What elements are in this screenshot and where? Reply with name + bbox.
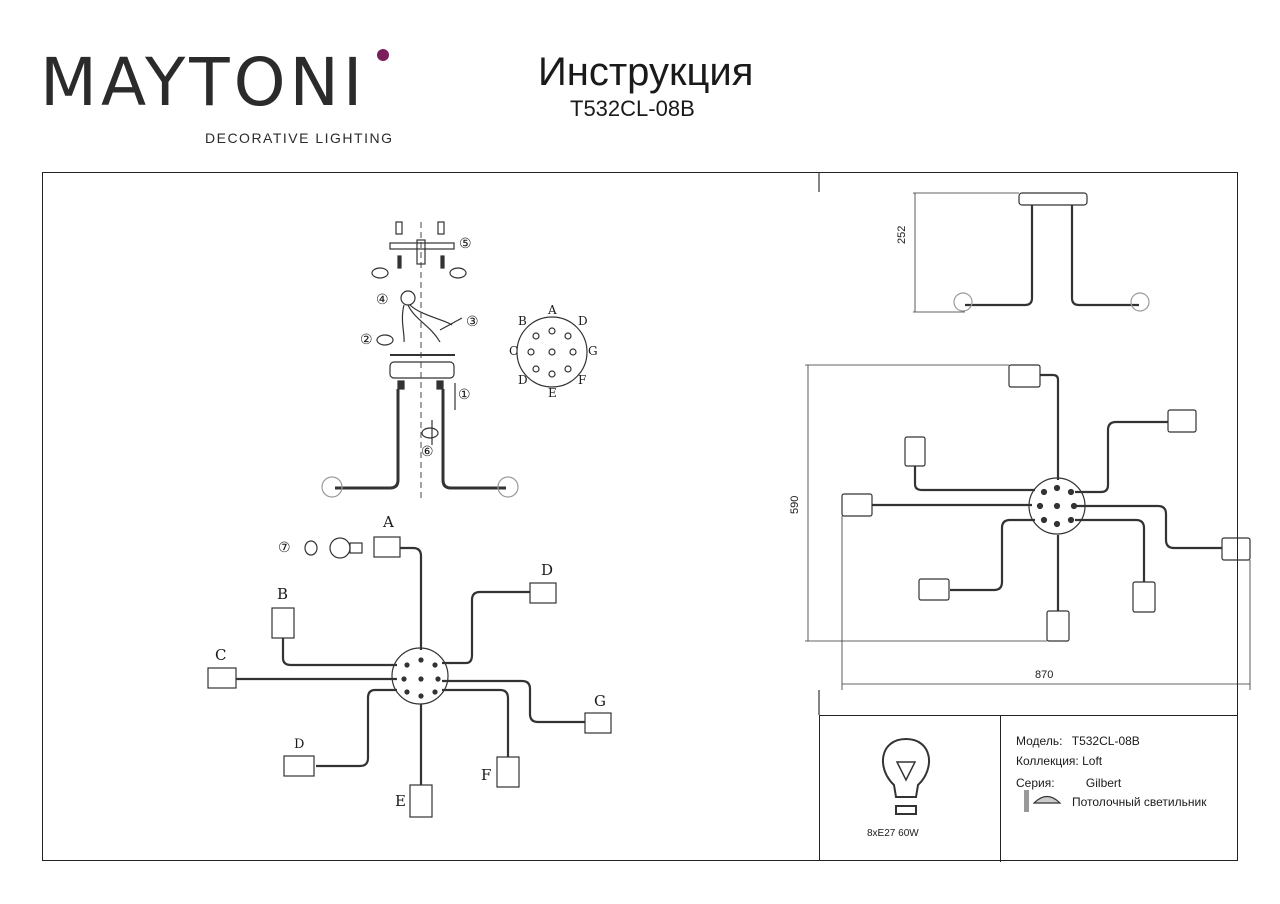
label-d-top: D: [541, 561, 554, 579]
assembly-diagram: [321, 221, 519, 500]
model-value: T532CL-08B: [1071, 734, 1140, 748]
legend-f: F: [578, 373, 587, 387]
label-a: A: [383, 513, 394, 531]
wire: [409, 304, 453, 326]
bulb-icon: [304, 537, 363, 559]
wire: [439, 317, 463, 331]
spec-box: 8xE27 60W Модель: T532CL-08B Коллекция: …: [819, 715, 1238, 862]
label-e: E: [395, 792, 406, 810]
model-label: Модель:: [1016, 734, 1063, 748]
socket-b: [271, 607, 295, 639]
series-label: Серия:: [1016, 776, 1055, 790]
hub-legend: [516, 316, 588, 388]
socket-end: [321, 476, 343, 498]
label-b: B: [277, 585, 289, 603]
wire: [407, 304, 441, 343]
rotate-icon: [376, 334, 394, 346]
ceiling-lamp-icon: [1024, 790, 1062, 812]
collection-row: Коллекция: Loft: [1016, 754, 1102, 768]
label-c: C: [215, 646, 227, 664]
brand-dot: [377, 49, 389, 61]
plan-view: [805, 364, 1251, 690]
step-5-label: ⑤: [459, 236, 472, 252]
socket-d-top: [529, 582, 557, 604]
step-6-label: ⑥: [421, 444, 434, 460]
rotate-icon: [421, 427, 439, 439]
step-2-label: ②: [360, 332, 373, 348]
label-f: F: [481, 766, 492, 784]
top-view-sockets: [207, 536, 612, 818]
arm-left: [335, 389, 400, 490]
rotate-icon: [371, 267, 389, 279]
brand-logo: MAYTONI DECORATIVE LIGHTING: [40, 44, 400, 150]
socket-d-bottom: [283, 755, 315, 777]
screw-icon: [395, 221, 403, 235]
socket-c: [207, 667, 237, 689]
socket-a: [373, 536, 401, 558]
collection-value: Loft: [1082, 754, 1103, 768]
series-value: Gilbert: [1085, 776, 1122, 790]
legend-c: C: [509, 344, 519, 358]
socket-e: [409, 784, 433, 818]
spec-divider: [1000, 716, 1001, 862]
arm-right: [441, 389, 506, 490]
socket-g: [584, 712, 612, 734]
step-1-label: ①: [458, 387, 471, 403]
legend-b: B: [518, 314, 527, 328]
drawing-frame: [42, 172, 1238, 861]
hub-holes: [401, 657, 441, 699]
legend-d-top: D: [578, 314, 588, 328]
arm-joint: [436, 380, 444, 390]
bracket-stud: [416, 239, 426, 265]
label-d-bottom: D: [294, 737, 305, 752]
socket-f: [496, 756, 520, 788]
top-view-fixture: [236, 546, 585, 785]
page-title: Инструкция: [538, 50, 754, 94]
lightbulb-icon: [882, 737, 930, 815]
brand-tagline: DECORATIVE LIGHTING: [205, 130, 394, 146]
legend-d-bottom: D: [518, 373, 528, 387]
legend-e: E: [548, 386, 557, 400]
step-7-label: ⑦: [278, 540, 291, 556]
mounting-bracket: [389, 242, 455, 250]
type-value: Потолочный светильник: [1072, 795, 1207, 809]
model-row: Модель: T532CL-08B: [1016, 734, 1140, 748]
step-4-label: ④: [376, 292, 389, 308]
dim-height: 252: [896, 225, 908, 244]
label-g: G: [594, 692, 606, 710]
collection-label: Коллекция:: [1016, 754, 1079, 768]
dim-depth: 590: [789, 495, 801, 514]
brand-name: MAYTONI: [40, 44, 367, 121]
rotate-icon: [449, 267, 467, 279]
screw-icon: [397, 255, 402, 269]
power-spec: 8xE27 60W: [867, 828, 919, 839]
series-row: Серия: Gilbert: [1016, 776, 1121, 790]
arm-joint: [397, 380, 405, 390]
legend-a: A: [548, 303, 557, 317]
side-view: [913, 192, 1150, 313]
wire: [401, 304, 405, 343]
screw-icon: [440, 255, 445, 269]
plan-hub-holes: [1036, 484, 1078, 528]
dim-width: 870: [1035, 669, 1054, 681]
socket-end: [497, 476, 519, 498]
canopy: [389, 361, 455, 379]
screw-icon: [437, 221, 445, 235]
type-row: Потолочный светильник: [1072, 795, 1206, 809]
model-number: T532CL-08B: [570, 96, 695, 121]
legend-g: G: [588, 344, 598, 358]
step-3-label: ③: [466, 314, 479, 330]
